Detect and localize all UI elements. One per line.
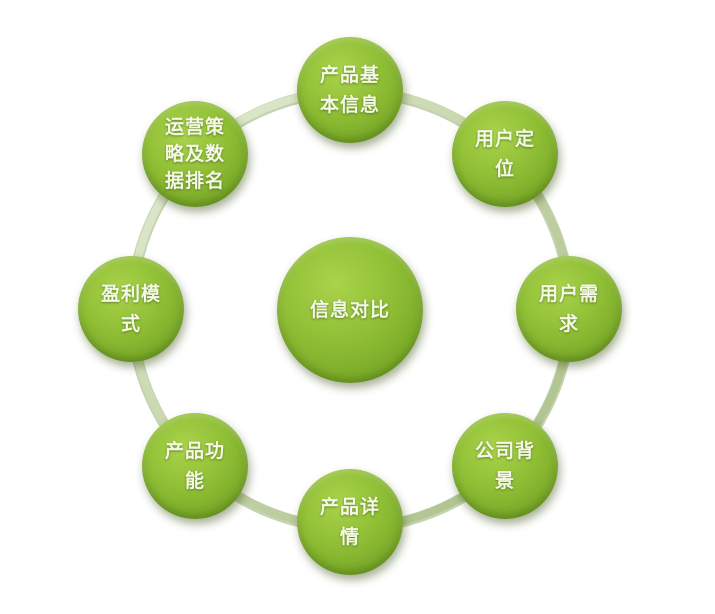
node-product-features[interactable]: 产品功能 [142, 413, 248, 519]
node-label: 公司背景 [474, 440, 535, 492]
node-profit-model[interactable]: 盈利模式 [78, 256, 184, 362]
node-label: 用户需求 [538, 283, 599, 335]
node-label: 产品详情 [319, 496, 380, 548]
node-product-basic-info[interactable]: 产品基本信息 [297, 37, 403, 143]
node-label: 产品功能 [164, 440, 225, 492]
node-label: 用户定位 [474, 128, 535, 180]
node-company-background[interactable]: 公司背景 [452, 413, 558, 519]
node-user-needs[interactable]: 用户需求 [516, 256, 622, 362]
center-hub-label: 信息对比 [309, 299, 390, 321]
node-label: 盈利模式 [100, 283, 161, 335]
node-label: 产品基本信息 [319, 64, 380, 116]
node-product-details[interactable]: 产品详情 [297, 469, 403, 575]
center-hub-node[interactable]: 信息对比 [277, 237, 423, 383]
node-label: 运营策略及数据排名 [164, 115, 225, 192]
node-user-positioning[interactable]: 用户定位 [452, 101, 558, 207]
node-operations-strategy-ranking[interactable]: 运营策略及数据排名 [142, 101, 248, 207]
